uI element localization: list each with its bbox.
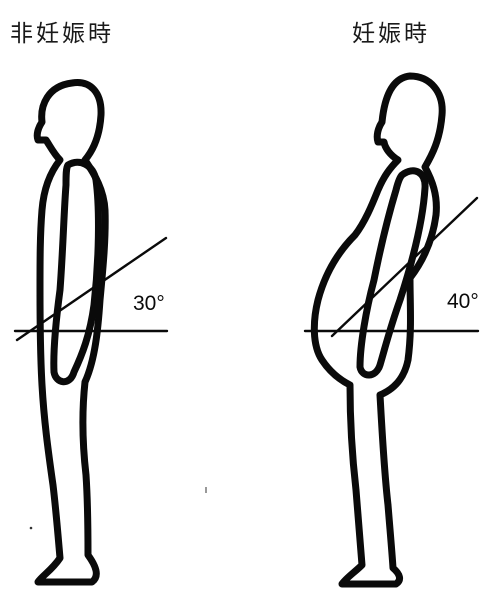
non-pregnant-angle-label: 30° [133,292,165,315]
non-pregnant-figure: 30° [15,83,167,582]
scan-speck [30,527,33,530]
non-pregnant-body-outline [37,83,105,582]
pregnant-angle-label: 40° [447,290,479,313]
pregnant-figure: 40° [305,76,479,584]
pregnant-angle-line [332,198,477,336]
